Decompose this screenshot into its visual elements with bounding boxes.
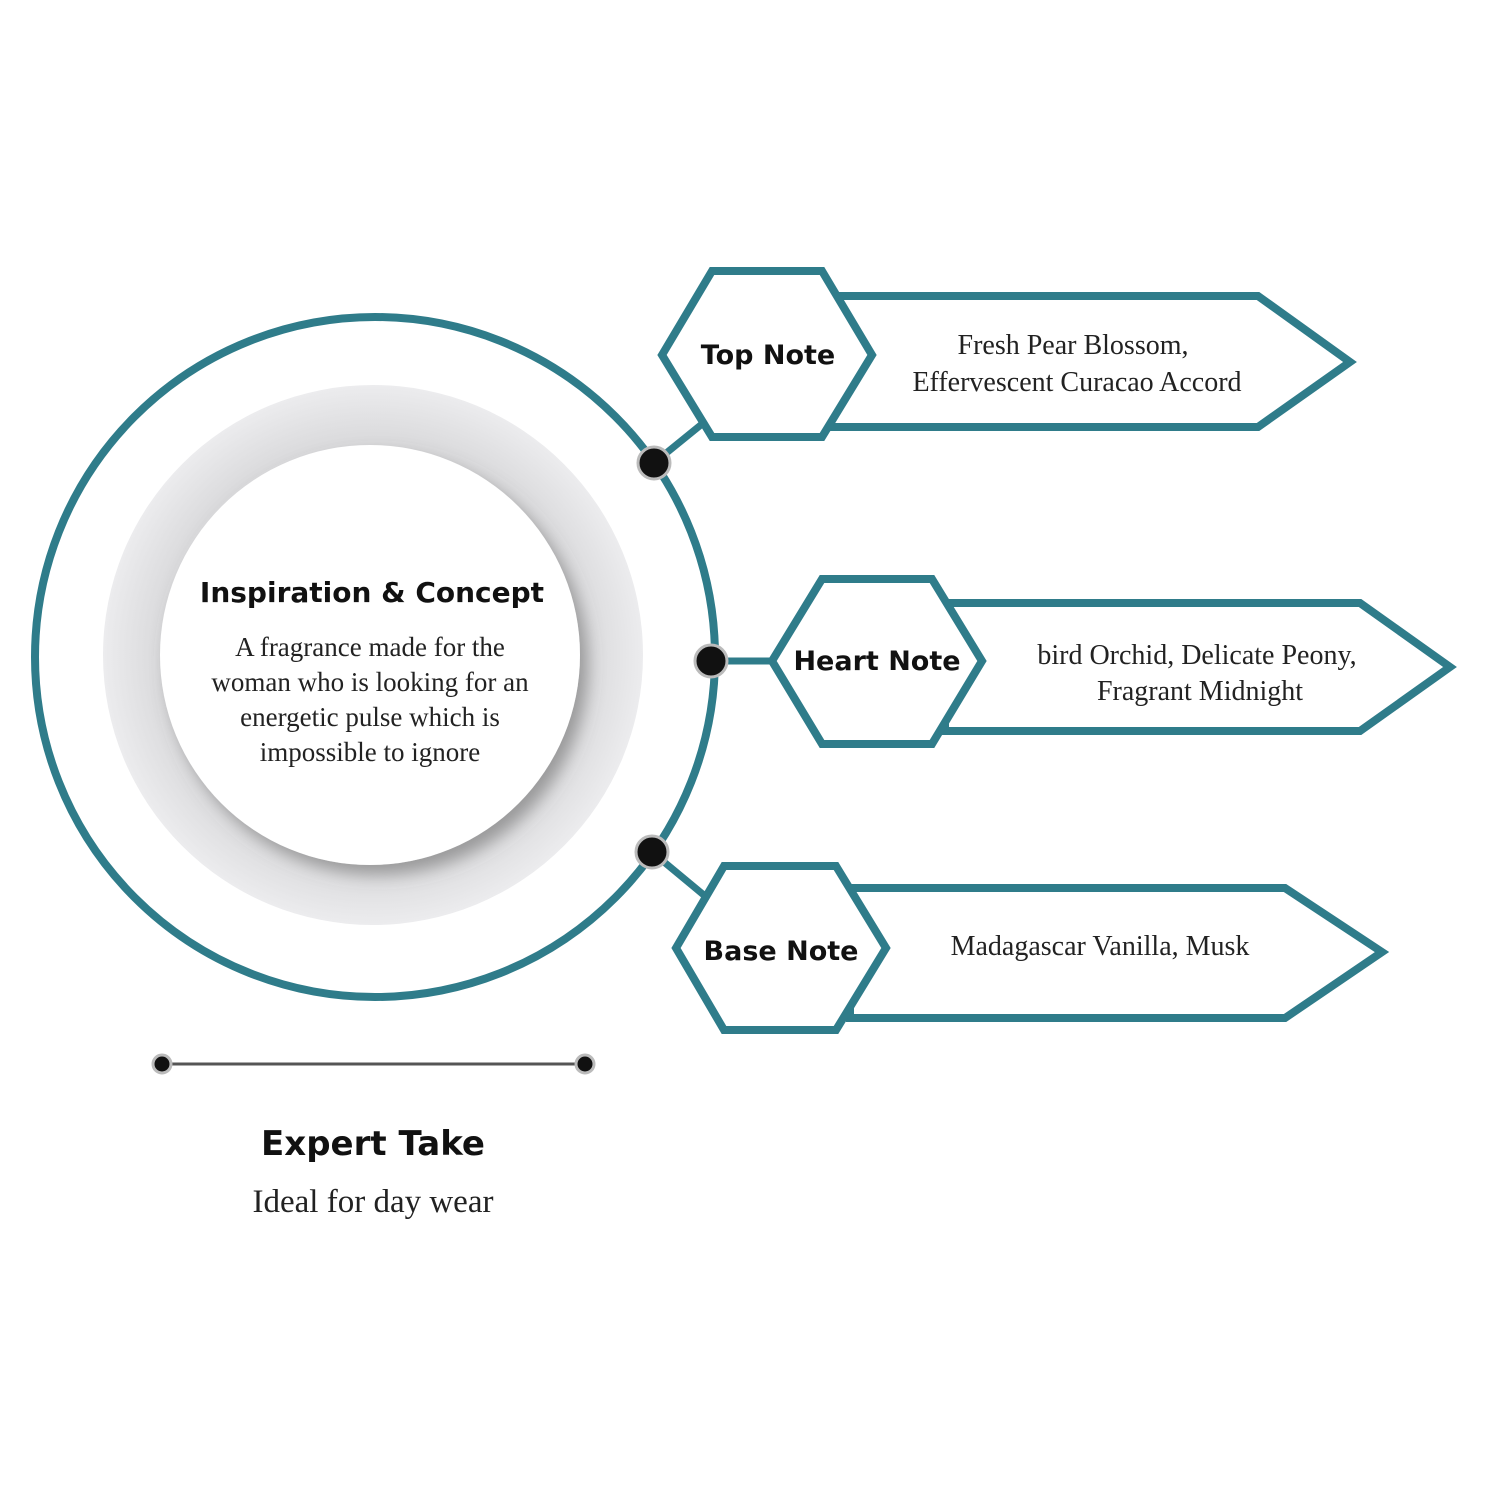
top-note-line-2: Effervescent Curacao Accord — [912, 367, 1241, 398]
expert-title: Expert Take — [261, 1124, 485, 1164]
divider-dot-right — [574, 1053, 596, 1075]
center-line-1: A fragrance made for the — [235, 632, 505, 662]
top-note-arrow — [825, 292, 1357, 431]
top-note-line-1: Fresh Pear Blossom, — [958, 330, 1189, 361]
heart-note-hexagon — [767, 575, 987, 748]
expert-text: Ideal for day wear — [253, 1184, 494, 1220]
divider-dot-left — [151, 1053, 173, 1075]
heart-note-line-2: Fragrant Midnight — [1097, 676, 1303, 707]
top-note-label: Top Note — [701, 340, 835, 371]
heart-note-line-1: bird Orchid, Delicate Peony, — [1037, 640, 1356, 671]
base-note-line-1: Madagascar Vanilla, Musk — [951, 931, 1250, 962]
center-line-2: woman who is looking for an — [211, 667, 529, 697]
dot-heart — [693, 643, 729, 679]
center-title: Inspiration & Concept — [200, 576, 544, 609]
base-note-hexagon — [671, 862, 891, 1034]
dot-top — [636, 445, 672, 481]
heart-note-label: Heart Note — [793, 646, 960, 677]
inner-circle — [160, 445, 580, 865]
top-note-hexagon — [657, 267, 877, 441]
center-line-3: energetic pulse which is — [240, 702, 500, 732]
base-note-label: Base Note — [704, 936, 859, 967]
center-line-4: impossible to ignore — [260, 737, 480, 767]
dot-base — [634, 834, 670, 870]
